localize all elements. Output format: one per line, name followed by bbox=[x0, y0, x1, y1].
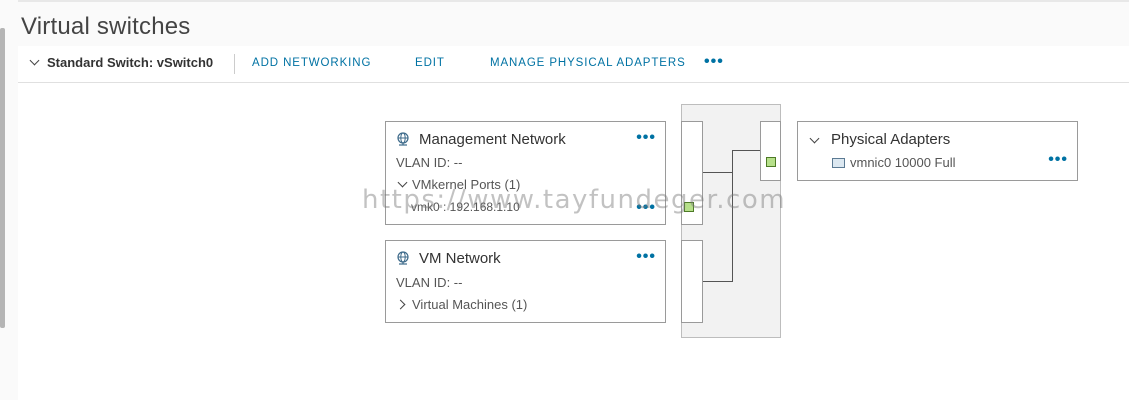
port-group-more-button[interactable]: ••• bbox=[636, 248, 656, 265]
virtual-machines-toggle[interactable]: Virtual Machines (1) bbox=[396, 297, 527, 312]
wire-uplink bbox=[732, 150, 760, 151]
network-globe-icon bbox=[397, 132, 409, 146]
port-group-name: Management Network bbox=[419, 131, 566, 148]
port-group-connector-vm bbox=[681, 240, 703, 323]
vmkernel-port-item[interactable]: vmk0 : 192.168.1.10 bbox=[411, 200, 520, 214]
wire-mgmt bbox=[703, 172, 732, 173]
chevron-right-icon bbox=[396, 298, 410, 312]
port-group-management[interactable]: Management Network ••• VLAN ID: -- VMker… bbox=[385, 121, 666, 225]
vmkernel-port-icon bbox=[684, 202, 694, 212]
vertical-scrollbar[interactable] bbox=[0, 28, 5, 328]
vlan-id: VLAN ID: -- bbox=[396, 275, 463, 290]
physical-adapter-more-button[interactable]: ••• bbox=[1048, 151, 1068, 168]
chevron-down-icon bbox=[28, 56, 42, 70]
physical-adapters-box[interactable]: Physical Adapters vmnic0 10000 Full ••• bbox=[797, 121, 1078, 181]
manage-physical-adapters-button[interactable]: MANAGE PHYSICAL ADAPTERS bbox=[490, 57, 686, 69]
uplink-port-icon bbox=[766, 157, 776, 167]
edit-button[interactable]: EDIT bbox=[415, 57, 445, 69]
network-globe-icon bbox=[397, 251, 409, 265]
toolbar-divider bbox=[234, 54, 235, 74]
port-group-name: VM Network bbox=[419, 250, 501, 267]
top-border bbox=[0, 0, 1129, 2]
virtual-machines-label: Virtual Machines (1) bbox=[412, 297, 528, 312]
port-group-connector-mgmt bbox=[681, 121, 703, 225]
physical-adapter-name: vmnic0 10000 Full bbox=[850, 155, 956, 170]
page-title: Virtual switches bbox=[21, 13, 191, 40]
switch-toolbar: Standard Switch: vSwitch0 ADD NETWORKING… bbox=[18, 46, 1129, 83]
chevron-down-icon bbox=[396, 178, 410, 192]
more-actions-button[interactable]: ••• bbox=[704, 53, 724, 70]
wire-vm bbox=[703, 281, 732, 282]
uplink-connector bbox=[760, 121, 781, 181]
vmkernel-ports-label: VMkernel Ports (1) bbox=[412, 177, 521, 192]
chevron-down-icon[interactable] bbox=[808, 134, 822, 148]
physical-adapter-item[interactable]: vmnic0 10000 Full bbox=[832, 155, 956, 170]
switch-name: Standard Switch: vSwitch0 bbox=[47, 55, 214, 70]
port-group-vm-network[interactable]: VM Network ••• VLAN ID: -- Virtual Machi… bbox=[385, 240, 666, 323]
vlan-id: VLAN ID: -- bbox=[396, 155, 463, 170]
wire-trunk bbox=[732, 150, 733, 282]
vmkernel-ports-toggle[interactable]: VMkernel Ports (1) bbox=[396, 177, 520, 192]
add-networking-button[interactable]: ADD NETWORKING bbox=[252, 57, 372, 69]
port-group-more-button[interactable]: ••• bbox=[636, 129, 656, 146]
switch-collapse-toggle[interactable]: Standard Switch: vSwitch0 bbox=[28, 55, 213, 70]
network-adapter-icon bbox=[832, 157, 845, 168]
vmkernel-port-more-button[interactable]: ••• bbox=[636, 199, 656, 216]
physical-adapters-title: Physical Adapters bbox=[831, 131, 951, 148]
